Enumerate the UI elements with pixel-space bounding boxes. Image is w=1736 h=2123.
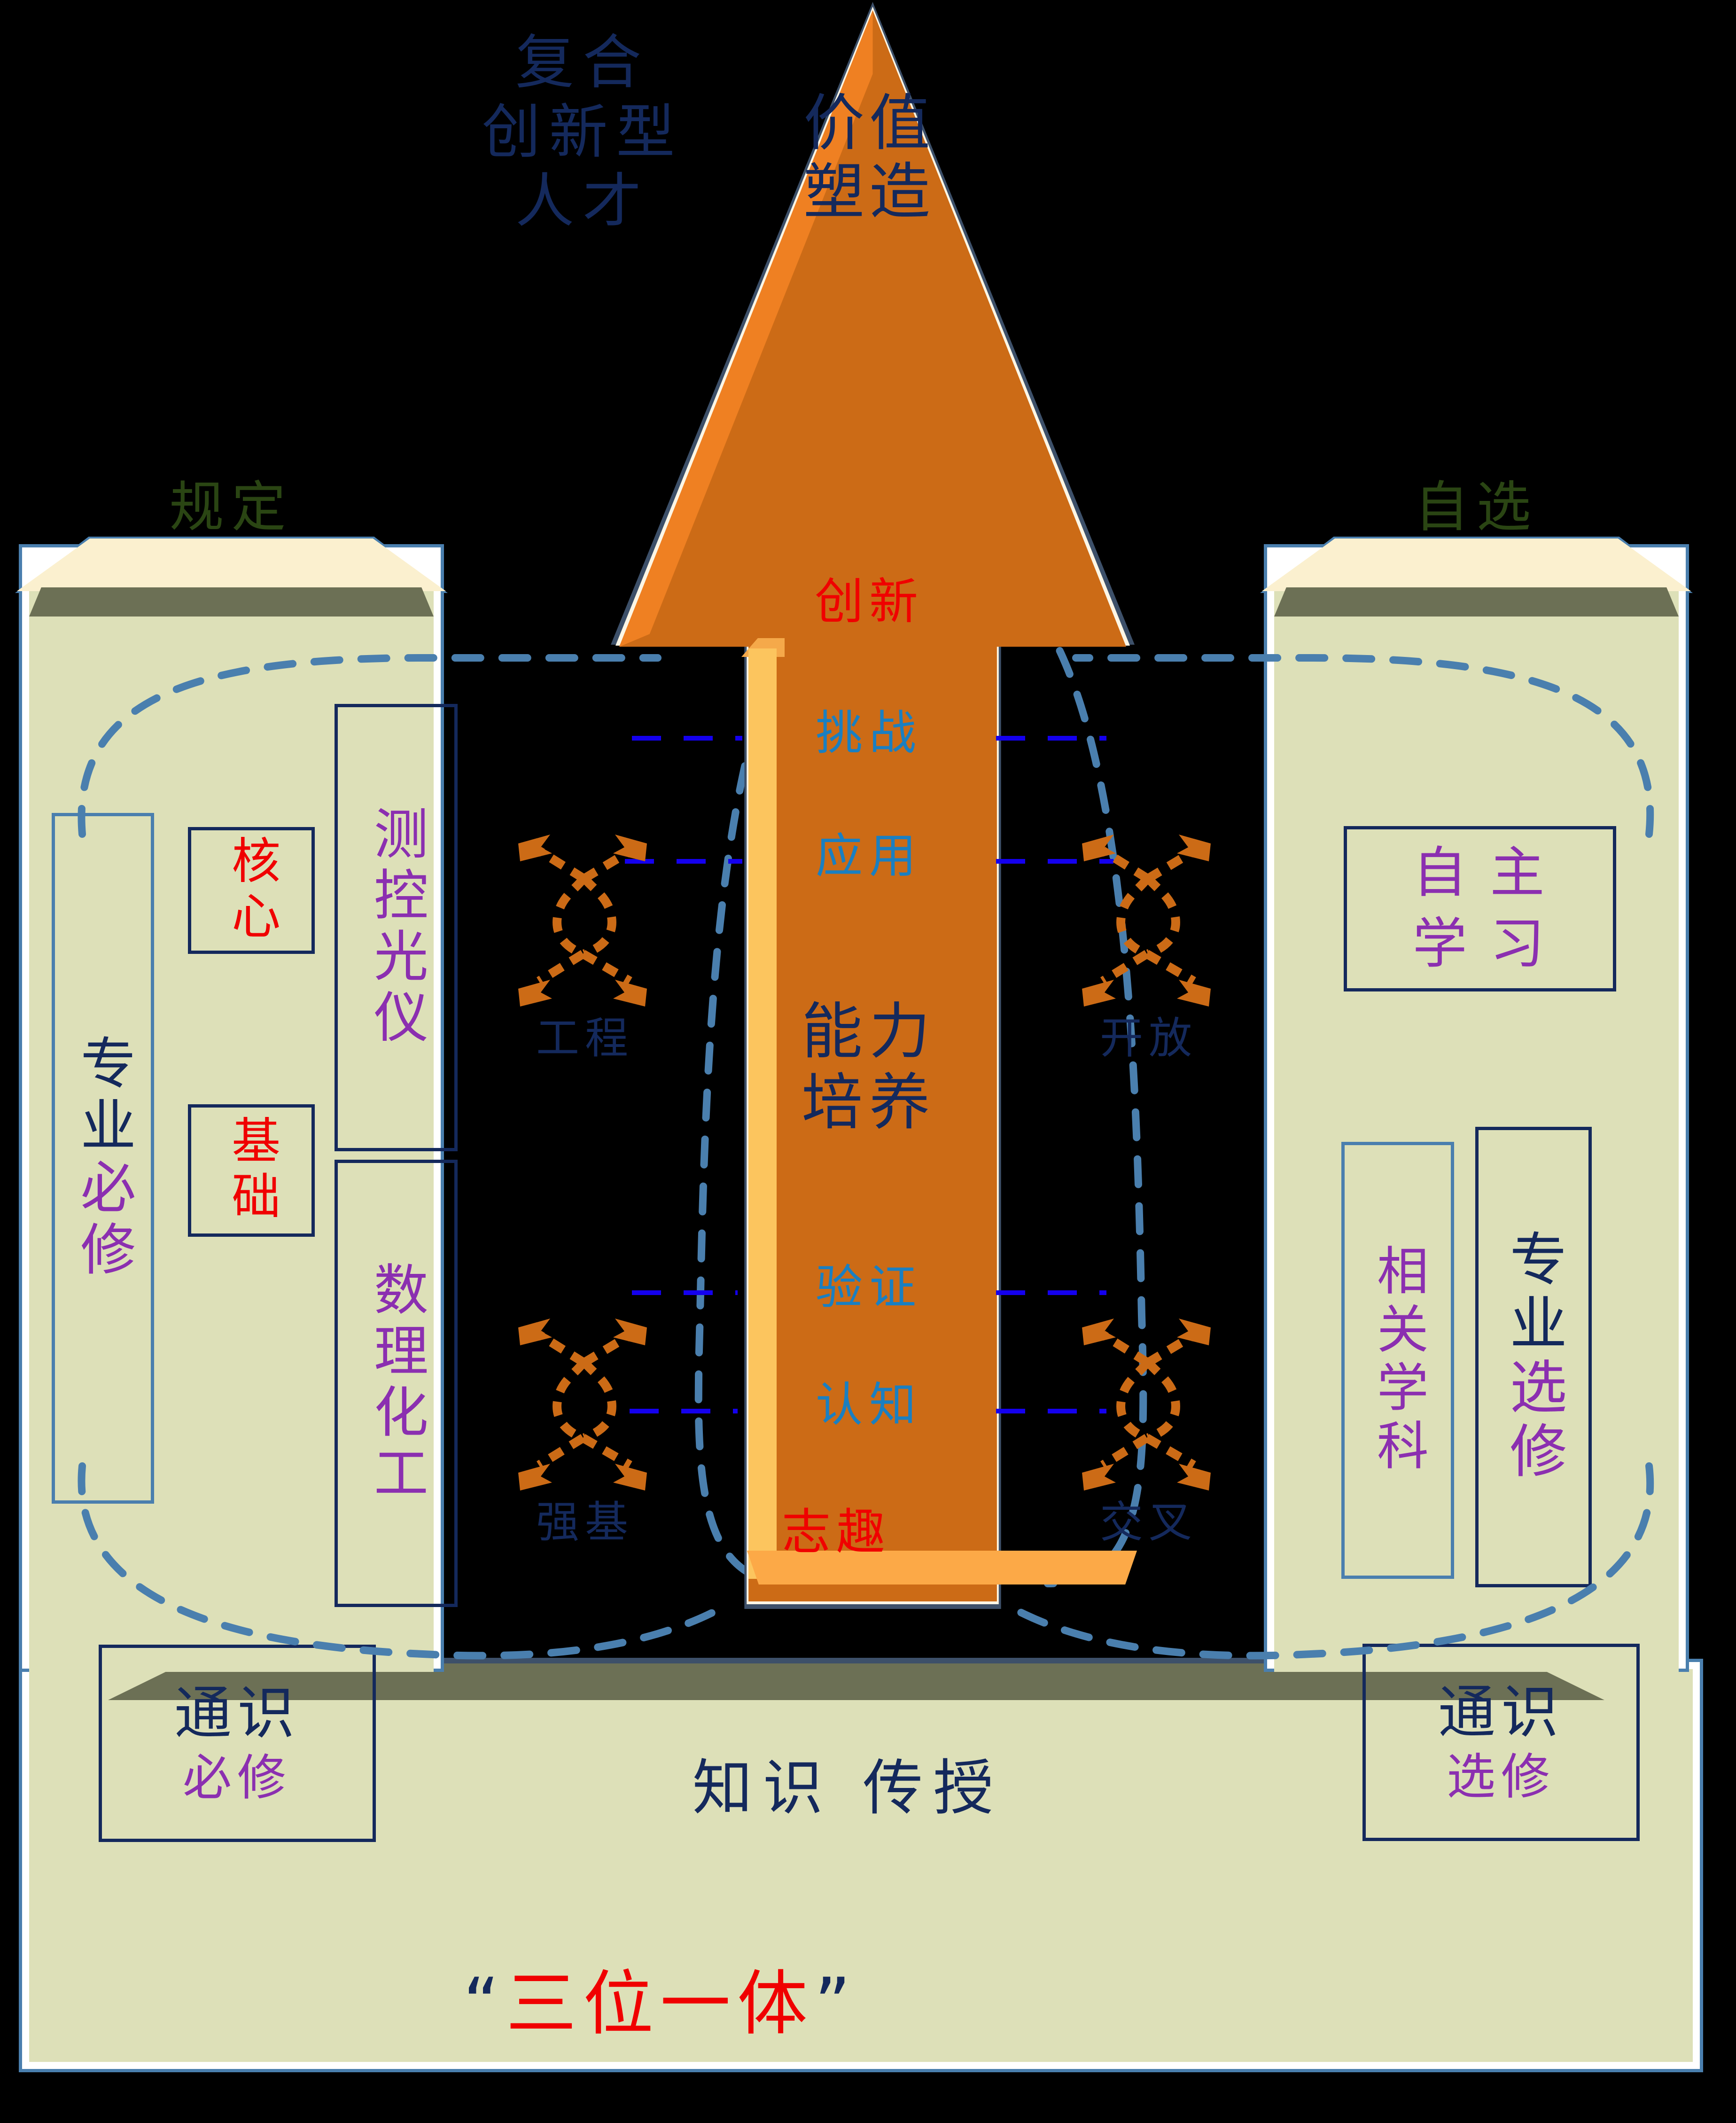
label-xuexi: 学 习: [1412, 912, 1548, 976]
dash-right-renzhi: [996, 1409, 1106, 1413]
knowledge-transfer-label: 知识 传授: [692, 1753, 1004, 1823]
dash-left-tiaozhan: [632, 736, 742, 741]
box-general-required-text: 通识 必修: [174, 1679, 300, 1806]
application-label: 应用: [816, 828, 923, 883]
label-zizhu: 自 主: [1412, 841, 1548, 905]
label-zhuanye-right: 专业: [1500, 1229, 1567, 1357]
right-pillar-cap: [1262, 539, 1691, 591]
aspiration-label: 志趣: [781, 1503, 891, 1561]
ability-cultivation-label: 能力 培养: [724, 996, 1015, 1138]
label-tongshi-bixiu: 必修: [182, 1748, 292, 1806]
trinity-caption: “三位一体”: [357, 1969, 963, 2039]
left-pillar-body: [29, 589, 434, 1672]
dash-left-renzhi: [630, 1409, 738, 1413]
dash-left-yanzheng: [632, 1290, 738, 1295]
cross-arrows-group-qiangji: 强基: [505, 1305, 665, 1544]
cross-arrows-icon: [518, 1319, 647, 1491]
page-title-line2: 创新型: [482, 98, 684, 166]
left-pillar-title: 规定: [169, 476, 294, 539]
box-self-directed-learning[interactable]: 自 主 学 习: [1344, 826, 1616, 991]
left-pillar: [15, 537, 448, 1672]
label-bixiu: 必修: [70, 1158, 136, 1282]
box-self-directed-learning-text: 自 主 学 习: [1413, 838, 1548, 980]
base-platform: [29, 1669, 1693, 2062]
label-tongshi-xuanxiu: 选修: [1446, 1748, 1556, 1805]
trinity-text: 三位一体: [506, 1963, 814, 2045]
label-cekong-guangyi: 测控光仪: [364, 805, 428, 1050]
box-major-elective[interactable]: 专业选修: [1475, 1127, 1592, 1587]
box-general-elective[interactable]: 通识 选修: [1362, 1644, 1640, 1841]
cross-arrows-group-jiaocha: 交叉: [1069, 1305, 1229, 1544]
label-kaifang: 开放: [1099, 1013, 1198, 1063]
label-zhuanye: 专业: [70, 1034, 136, 1158]
label-shuli-huagong: 数理化工: [364, 1261, 428, 1506]
cross-arrows-group-gongcheng: 工程: [505, 821, 665, 1060]
page-title-line3: 人才: [515, 167, 650, 235]
dash-left-yingyong: [625, 859, 742, 864]
up-arrow-bottom-bevel: [747, 1551, 1137, 1584]
challenge-label: 挑战: [816, 705, 923, 760]
quote-open: “: [463, 1963, 506, 2045]
right-pillar-title: 自选: [1414, 476, 1539, 539]
value-shaping-line2: 塑造: [803, 156, 935, 227]
value-shaping-line1: 价值: [803, 87, 935, 159]
left-pillar-cap: [17, 539, 446, 591]
cross-arrows-group-kaifang: 开放: [1069, 821, 1229, 1060]
dash-right-yanzheng: [996, 1290, 1106, 1295]
value-shaping-label: 价值 塑造: [724, 89, 1015, 226]
label-jichu: 基础: [223, 1115, 280, 1226]
right-pillar-lip: [1274, 587, 1679, 617]
quote-close: ”: [814, 1963, 857, 2045]
cross-arrows-icon: [1082, 835, 1211, 1007]
box-related-disciplines[interactable]: 相关学科: [1341, 1142, 1454, 1579]
up-arrow-shaft-bevel: [748, 648, 777, 1579]
label-tongshi-left: 通识: [174, 1679, 300, 1747]
cross-arrows-icon: [518, 835, 647, 1007]
dash-right-yingyong: [996, 859, 1113, 864]
box-math-physics-chem-eng[interactable]: 数理化工: [335, 1160, 458, 1607]
label-hexin: 核心: [223, 835, 280, 946]
box-general-required[interactable]: 通识 必修: [99, 1645, 376, 1842]
label-tongshi-right: 通识: [1438, 1678, 1564, 1746]
label-qiangji: 强基: [536, 1497, 634, 1547]
innovation-label: 创新: [814, 573, 924, 630]
box-instrumentation-optics[interactable]: 测控光仪: [335, 704, 458, 1151]
label-xiangguan-xueke: 相关学科: [1368, 1244, 1428, 1477]
ability-line1: 能力: [801, 996, 937, 1067]
left-pillar-lip: [29, 587, 434, 617]
cognition-label: 认知: [816, 1377, 923, 1432]
box-core[interactable]: 核心: [188, 827, 315, 954]
box-major-required-text: 专业必修: [71, 1034, 136, 1282]
label-gongcheng: 工程: [536, 1013, 634, 1063]
label-xuanxiu: 选修: [1500, 1357, 1567, 1485]
ability-line2: 培养: [801, 1066, 937, 1138]
box-foundation[interactable]: 基础: [188, 1104, 315, 1237]
page-title-line1: 复合: [515, 29, 650, 97]
box-major-required[interactable]: 专业必修: [52, 813, 154, 1504]
page-title: 复合 创新型 人才: [437, 28, 728, 236]
box-general-elective-text: 通识 选修: [1438, 1678, 1564, 1805]
box-major-elective-text: 专业选修: [1500, 1229, 1567, 1485]
verification-label: 验证: [816, 1260, 923, 1315]
cross-arrows-icon: [1082, 1319, 1211, 1491]
dash-right-tiaozhan: [996, 736, 1106, 741]
label-jiaocha: 交叉: [1099, 1497, 1198, 1547]
